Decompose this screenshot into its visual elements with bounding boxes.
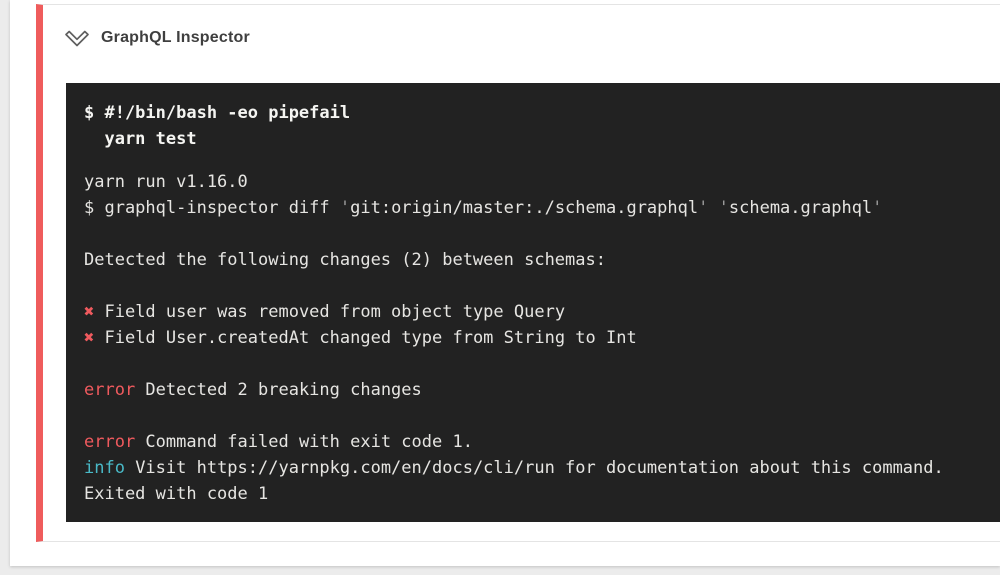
terminal-line: info Visit https://yarnpkg.com/en/docs/c… — [84, 458, 944, 478]
terminal-line: Exited with code 1 — [84, 484, 269, 504]
terminal-line: ✖ Field user was removed from object typ… — [84, 302, 566, 322]
build-step-panel: GraphQL Inspector $ #!/bin/bash -eo pipe… — [10, 0, 1000, 566]
terminal-line: error Command failed with exit code 1. — [84, 432, 473, 452]
terminal-line — [84, 403, 982, 429]
step-card: GraphQL Inspector $ #!/bin/bash -eo pipe… — [36, 4, 1000, 542]
terminal-output-panel: $ #!/bin/bash -eo pipefail yarn test yar… — [66, 83, 1000, 522]
terminal-line — [84, 273, 982, 299]
terminal-output-block: yarn run v1.16.0 $ graphql-inspector diff… — [84, 169, 982, 507]
terminal-line: ✖ Field User.createdAt changed type from… — [84, 328, 637, 348]
terminal-line: error Detected 2 breaking changes — [84, 380, 422, 400]
terminal-line: yarn test — [84, 129, 197, 149]
step-title: GraphQL Inspector — [101, 29, 250, 46]
terminal-line: Detected the following changes (2) betwe… — [84, 250, 606, 270]
terminal-line — [84, 351, 982, 377]
terminal-command-block: $ #!/bin/bash -eo pipefail yarn test — [84, 100, 982, 152]
step-card-header[interactable]: GraphQL Inspector — [43, 5, 1000, 49]
chevron-down-outline-icon[interactable] — [64, 27, 90, 49]
terminal-line: $ graphql-inspector diff 'git:origin/mas… — [84, 198, 883, 218]
terminal-line: yarn run v1.16.0 — [84, 172, 248, 192]
terminal-line — [84, 221, 982, 247]
terminal-line: $ #!/bin/bash -eo pipefail — [84, 103, 351, 123]
